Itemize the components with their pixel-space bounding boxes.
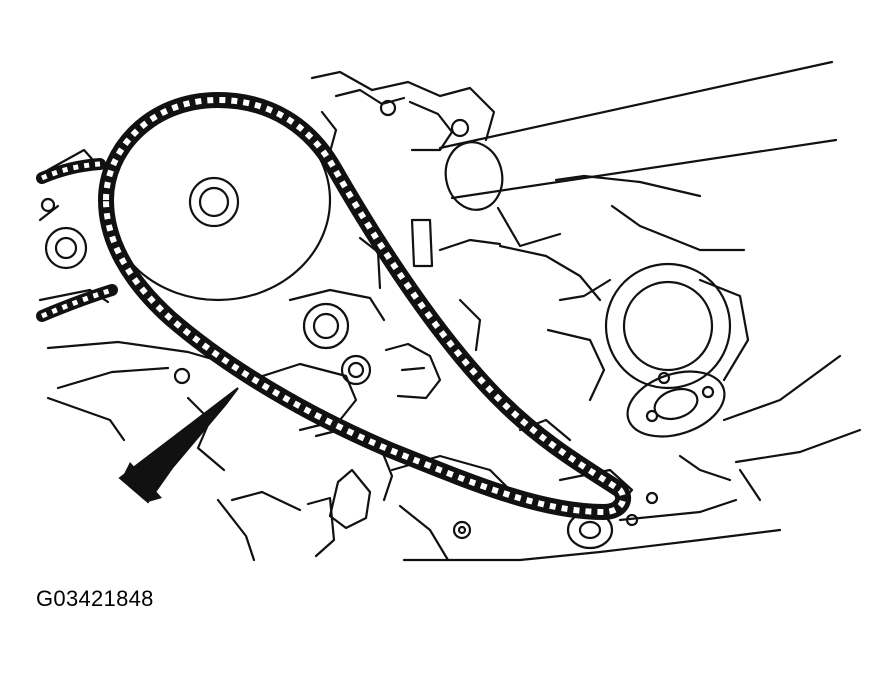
pointer-arrow	[118, 387, 239, 504]
secondary-chain	[36, 158, 118, 322]
timing-chain	[98, 92, 632, 520]
figure-code: G03421848	[36, 586, 154, 611]
